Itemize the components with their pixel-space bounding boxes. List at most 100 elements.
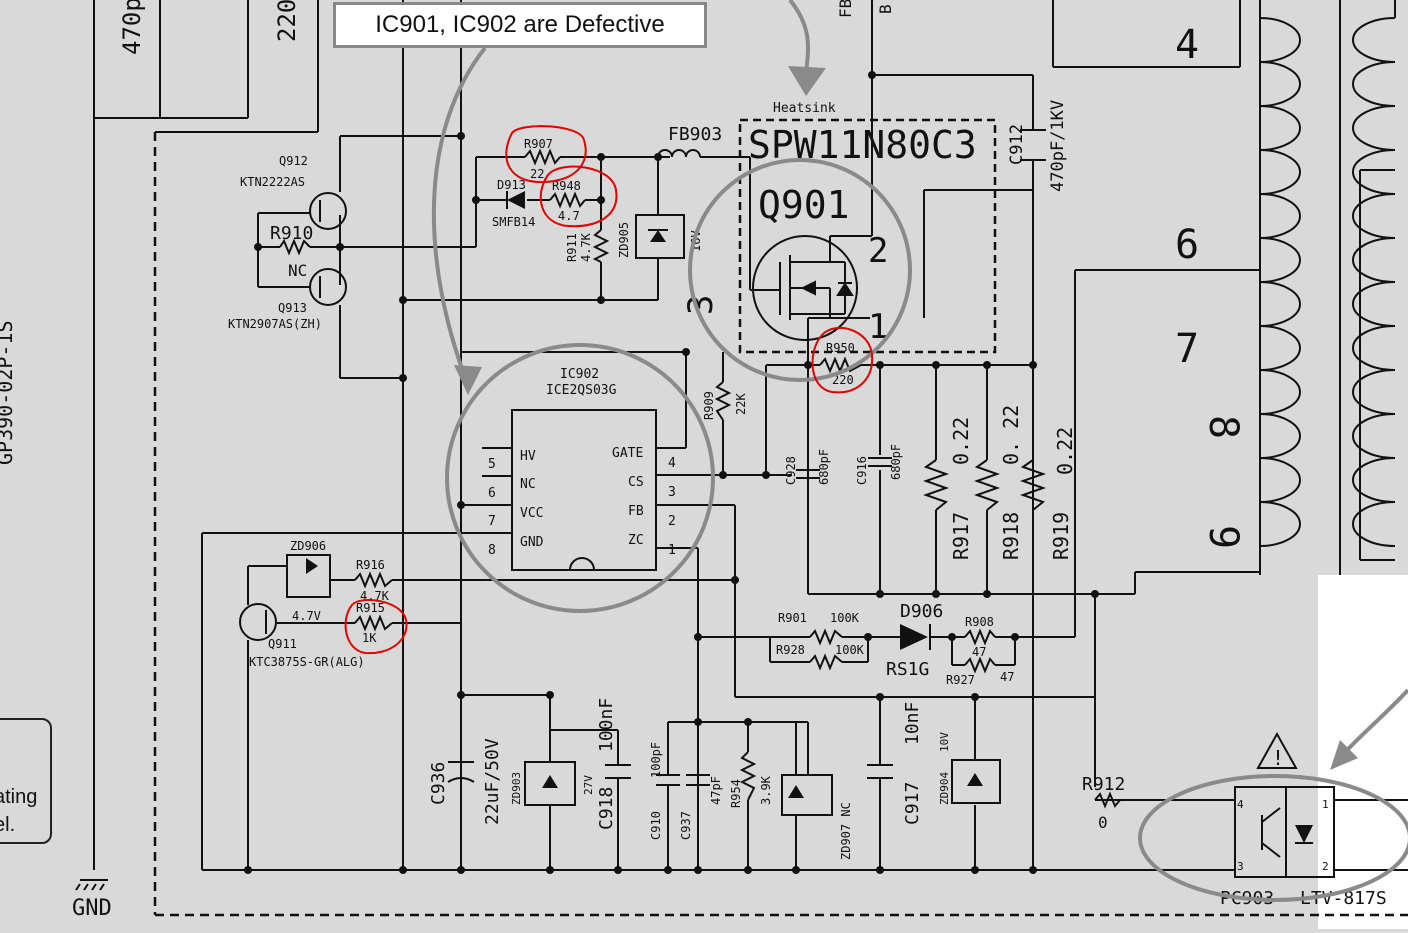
pc903-pin-2: 2 (1322, 860, 1329, 873)
mosfet-q901 (752, 235, 872, 341)
r918-ref: R918 (999, 512, 1023, 560)
r901-resistor (809, 628, 843, 646)
r928-value: 100K (835, 643, 865, 657)
page-margin (1318, 575, 1408, 929)
q911-part: KTC3875S-GR(ALG) (249, 655, 365, 669)
transformer-pin-7: 7 (1175, 326, 1199, 372)
highlight-annotations (431, 0, 1408, 902)
red-markup (344, 125, 874, 655)
pc903-part: LTV-817S (1300, 888, 1387, 909)
ic-pin-gnd: GND (520, 535, 544, 550)
zd907-zener (788, 785, 804, 798)
ic-pin-2-num: 2 (668, 514, 676, 529)
fb903-bead (657, 149, 701, 158)
r917-value: 0.22 (949, 417, 973, 465)
r911-ref: R911 (565, 233, 579, 262)
ic-pin-3-num: 3 (668, 485, 676, 500)
ic-pin-7-num: 7 (488, 514, 496, 529)
b-fragment: B (876, 4, 895, 14)
q911-transistor (239, 603, 277, 641)
r908-resistor (964, 628, 996, 646)
transformer-pin-9: 9 (1200, 525, 1246, 549)
mosfet-pin-2: 2 (868, 231, 888, 271)
ic-pin-fb: FB (628, 504, 644, 519)
r927-value: 47 (1000, 670, 1014, 684)
r954-value: 3.9K (759, 775, 773, 805)
r916-resistor (354, 571, 393, 589)
r919-ref: R919 (1049, 512, 1073, 560)
r916-ref: R916 (356, 558, 385, 572)
r917-resistor (922, 459, 950, 511)
r910-value: NC (288, 261, 307, 280)
r911-value: 4.7K (579, 232, 593, 262)
c936-value: 22uF/50V (482, 738, 503, 825)
r917-ref: R917 (949, 512, 973, 560)
q911-ref: Q911 (268, 637, 297, 651)
c918-capacitor (605, 764, 631, 779)
side-note-line2: el. (0, 814, 16, 836)
r954-ref: R954 (729, 779, 743, 808)
zd903-zener (542, 775, 558, 788)
c917-capacitor (867, 764, 893, 779)
zd906-value: 4.7V (292, 609, 321, 623)
transformer-pin-8: 8 (1200, 415, 1246, 439)
r901-value: 100K (830, 611, 860, 625)
pc903-pin-4: 4 (1237, 798, 1244, 811)
junction-dots (244, 71, 1099, 874)
gnd-symbol (75, 879, 108, 891)
q913-transistor (309, 268, 347, 306)
d906-diode (900, 624, 931, 650)
pc903-phototransistor (1261, 807, 1281, 858)
mosfet-ref-label: Q901 (758, 183, 850, 227)
c928-capacitor (796, 469, 820, 479)
r948-value: 4.7 (558, 209, 580, 223)
zd903-value: 27V (582, 775, 595, 795)
r954-resistor (739, 751, 757, 801)
r919-value: 0.22 (1053, 427, 1077, 475)
r908-ref: R908 (965, 615, 994, 629)
zd905-box (635, 214, 685, 259)
ic-pin-4-num: 4 (668, 456, 676, 471)
r912-ref: R912 (1082, 774, 1125, 795)
r911-resistor (592, 229, 610, 263)
ic-pin-5-num: 5 (488, 457, 496, 472)
c918-ref: C918 (596, 787, 617, 830)
c937-ref: C937 (679, 811, 693, 840)
c916-capacitor (868, 457, 892, 467)
ic902-ref: IC902 (560, 367, 599, 382)
mosfet-pin-1: 1 (868, 307, 888, 347)
fb-fragment: FB (836, 0, 855, 18)
ic902-pin-leads (482, 447, 686, 549)
c910-ref: C910 (649, 811, 663, 840)
defect-callout-text: IC901, IC902 are Defective (375, 11, 665, 38)
zd903-ref: ZD903 (510, 772, 523, 805)
r909-resistor (714, 381, 732, 421)
zd907-ref: ZD907 NC (839, 802, 853, 860)
r908-value: 47 (972, 645, 986, 659)
c916-ref: C916 (855, 456, 869, 485)
zd904-value: 10V (938, 732, 951, 752)
c912-capacitor (1020, 129, 1046, 161)
r907-value: 22 (530, 167, 544, 181)
pc903-pin-3: 3 (1237, 860, 1244, 873)
heatsink-box (738, 118, 997, 354)
ic-pin-cs: CS (628, 475, 644, 490)
ic902-part: ICE2QS03G (546, 383, 617, 398)
mosfet-pin-3: 3 (681, 295, 721, 315)
c917-ref: C917 (902, 782, 923, 825)
r948-ref: R948 (552, 179, 581, 193)
pc903-pin-1: 1 (1322, 798, 1329, 811)
c917-value: 10nF (902, 702, 923, 745)
r918-value: 0. 22 (999, 405, 1023, 465)
r910-ref: R910 (270, 223, 313, 244)
r950-value: 220 (832, 373, 854, 387)
transformer (1052, 0, 1396, 787)
r948-resistor (549, 191, 586, 209)
c912-ref: C912 (1007, 124, 1027, 165)
ic-pin-6-num: 6 (488, 486, 496, 501)
cap-470-fragment: 470p (118, 0, 146, 55)
ic-pin-gate: GATE (612, 446, 643, 461)
zd905-zener (648, 229, 668, 242)
